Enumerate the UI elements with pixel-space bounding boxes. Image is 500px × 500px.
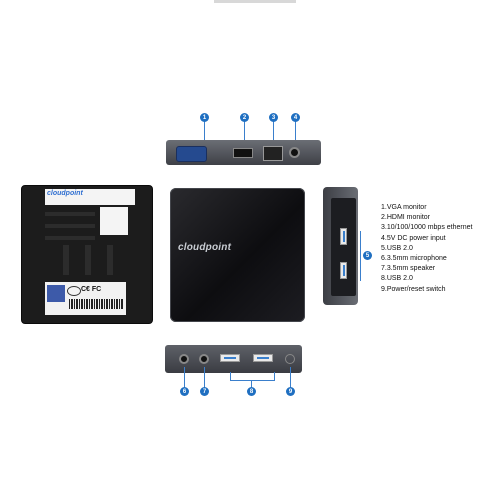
- usb-port: [340, 262, 347, 279]
- vent-bar: [63, 245, 69, 275]
- callout-9-badge: 9: [286, 387, 295, 396]
- vent-bar: [107, 245, 113, 275]
- legend-item: 3.10/100/1000 mbps ethernet: [381, 224, 473, 232]
- port-legend: 1.VGA monitor 2.HDMI monitor 3.10/100/10…: [381, 203, 472, 295]
- legend-item: 9.Power/reset switch: [381, 285, 446, 293]
- callout-5-bracket: [360, 231, 365, 281]
- vga-port: [176, 146, 207, 162]
- speaker-jack: [199, 354, 209, 364]
- top-brand-logo: cloudpoint: [178, 242, 232, 253]
- vent-bar: [45, 224, 95, 228]
- side-port-panel: [331, 198, 356, 296]
- callout-3-leader: [273, 121, 274, 146]
- vent-bar: [45, 236, 95, 240]
- callout-4-leader: [295, 121, 296, 146]
- device-rear-view: [165, 345, 302, 373]
- certification-badge: [47, 285, 65, 302]
- ethernet-port: [263, 146, 283, 161]
- legend-item: 7.3.5mm speaker: [381, 265, 436, 273]
- callout-3-badge: 3: [269, 113, 278, 122]
- legend-item: 1.VGA monitor: [381, 204, 427, 211]
- usb-port: [253, 354, 273, 362]
- callout-2-badge: 2: [240, 113, 249, 122]
- bottom-top-sticker: cloudpoint: [45, 189, 135, 205]
- legend-item: 6.3.5mm microphone: [381, 255, 447, 263]
- callout-9-leader: [290, 367, 291, 388]
- bottom-brand-logo: cloudpoint: [47, 190, 83, 197]
- callout-6-badge: 6: [180, 387, 189, 396]
- callout-8-leader: [251, 380, 252, 388]
- barcode: [69, 299, 123, 309]
- dc-power-port: [289, 147, 300, 158]
- usb-port: [220, 354, 240, 362]
- callout-5-badge: 5: [363, 251, 372, 260]
- callout-7-leader: [204, 367, 205, 388]
- vent-bar: [85, 245, 91, 275]
- callout-7-badge: 7: [200, 387, 209, 396]
- microphone-jack: [179, 354, 189, 364]
- usb-port: [340, 228, 347, 245]
- certification-marks: C€ FC: [81, 286, 102, 293]
- legend-item: 4.5V DC power input: [381, 234, 446, 242]
- hdmi-port: [233, 148, 253, 158]
- callout-1-badge: 1: [200, 113, 209, 122]
- device-top-view: cloudpoint: [170, 188, 305, 322]
- callout-4-badge: 4: [291, 113, 300, 122]
- vent-bar: [45, 212, 95, 216]
- legend-item: 5.USB 2.0: [381, 244, 413, 252]
- callout-1-leader: [204, 121, 205, 141]
- device-front-view: [166, 140, 321, 165]
- bottom-info-sticker: [100, 207, 128, 235]
- callout-8-bracket: [230, 372, 275, 381]
- cropped-header-bar: [214, 0, 296, 3]
- callout-8-badge: 8: [247, 387, 256, 396]
- certification-label: C€ FC: [45, 282, 126, 315]
- callout-6-leader: [184, 367, 185, 388]
- callout-2-leader: [244, 121, 245, 146]
- rohs-mark: [67, 286, 81, 296]
- legend-item: 8.USB 2.0: [381, 275, 413, 283]
- power-switch: [285, 354, 295, 364]
- legend-item: 2.HDMI monitor: [381, 214, 431, 222]
